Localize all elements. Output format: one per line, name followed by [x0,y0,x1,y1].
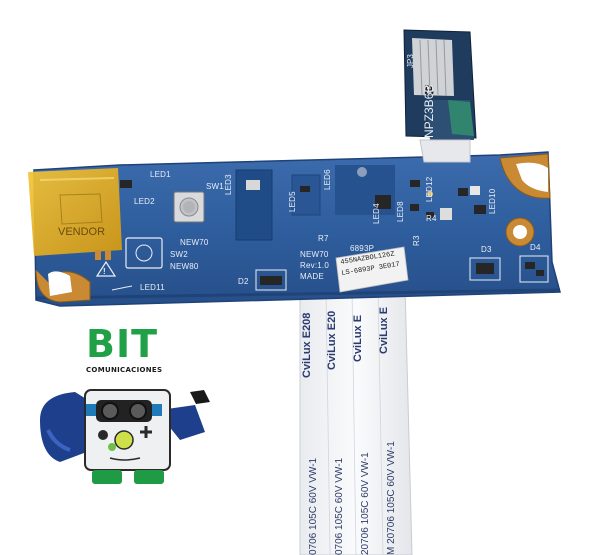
left-mounting-notch [35,269,91,303]
label-new80: NEW80 [170,262,199,271]
label-d2: D2 [238,277,249,286]
warning-triangle-icon: ! [95,260,117,277]
label-led3: LED3 [224,174,233,195]
label-led6: LED6 [323,169,332,190]
label-rev: Rev:1.0 [300,261,329,270]
ribbon-text-spec-2: 0706 105C 60V VW-1 [334,457,345,555]
label-made: MADE [300,272,324,281]
label-led12: LED12 [425,176,434,202]
ribbon-text-cvilux-1: CviLux E208 [301,312,313,378]
led-block-5-6 [291,174,321,216]
diode-d3 [469,257,501,281]
ribbon-text-cvilux-2: CviLux E20 [326,310,338,370]
label-model: 6893P [350,244,375,253]
label-d3: D3 [481,245,492,254]
label-new70-top: NEW70 [180,238,209,247]
pcb-body [33,151,561,307]
label-r4: R4 [426,214,437,223]
ribbon-text-spec-4: M 20706 105C 60V VW-1 [386,441,397,555]
flex-label-code: NPZ3B6B [422,84,436,138]
ribbon-text-spec-1: 0706 105C 60V VW-1 [308,457,319,555]
ribbon-text-cvilux-4: CviLux E [378,306,390,354]
led-component [246,180,260,190]
label-led11: LED11 [140,283,165,292]
bottom-pads [95,250,111,260]
svg-text:!: ! [103,267,106,276]
top-flex-connector [403,29,477,163]
right-mounting-hole [505,217,535,247]
label-d4: D4 [530,243,541,252]
led-component [375,195,391,209]
tactile-switch-sw1 [173,191,205,223]
diode-d2 [255,269,287,291]
label-led1: LED1 [150,170,171,179]
ribbon-text-cvilux-3: CviLux E [352,314,364,362]
right-mounting-notch [499,153,551,199]
product-sticker [335,246,409,293]
label-led10: LED10 [488,188,497,214]
label-new70-bottom: NEW70 [300,250,329,259]
ribbon-text-spec-3: 20706 105C 60V VW-1 [360,452,371,555]
label-led4: LED4 [372,203,381,224]
label-r3: R3 [412,235,421,246]
label-led5: LED5 [288,191,297,212]
label-sw1: SW1 [206,182,224,191]
label-led2: LED2 [134,197,155,206]
logo-title: BIT [86,322,159,366]
label-led8: LED8 [396,201,405,222]
smd-component [120,180,132,188]
label-r7: R7 [318,234,329,243]
logo-subtitle: COMUNICACIONES [86,366,163,374]
diode-d4 [519,255,549,283]
label-vendor: VENDOR [58,226,106,238]
kapton-tape [28,168,122,256]
label-sw2: SW2 [170,250,188,259]
flex-label-b: B [424,82,435,98]
switch-sw2-outline [125,237,163,269]
flex-label-jp3: JP3 [406,54,415,68]
mascot-robot-illustration [40,389,210,484]
